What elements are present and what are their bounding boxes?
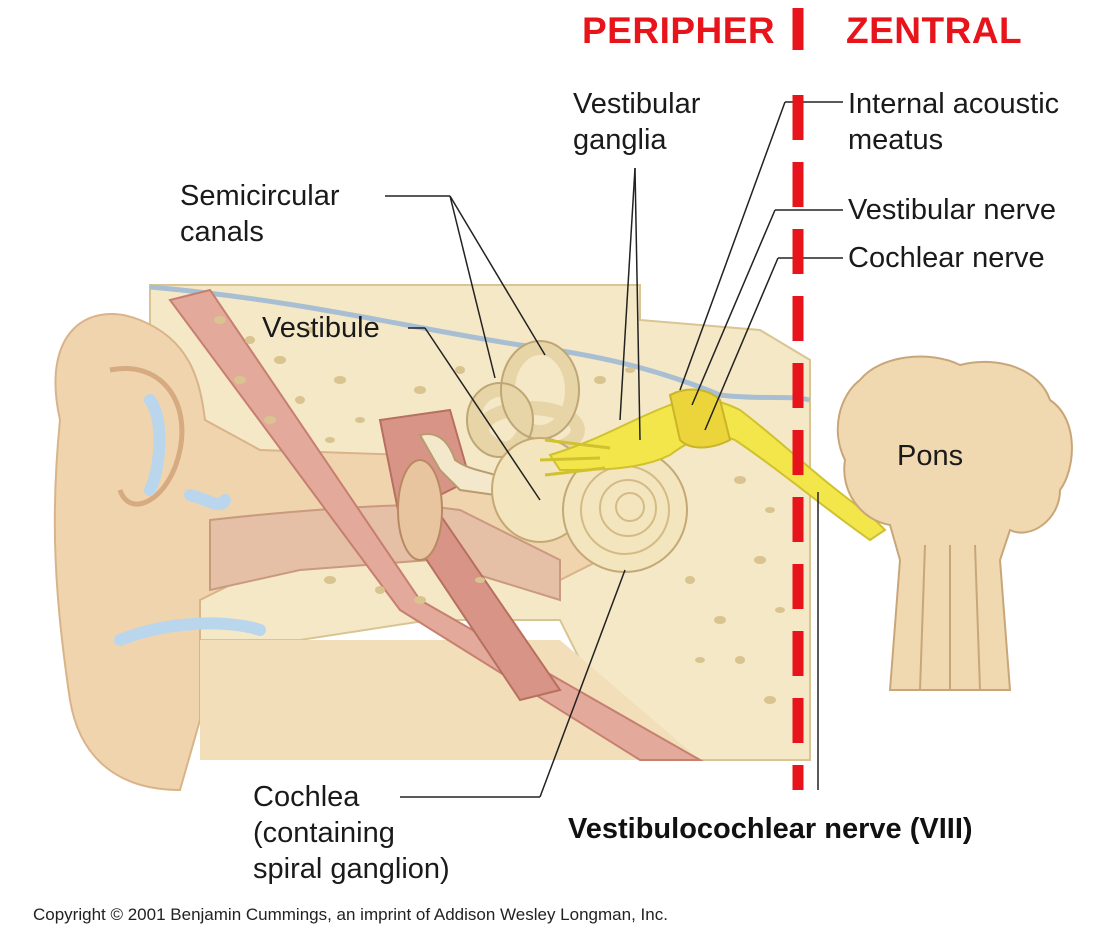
label-internal-acoustic-meatus-line-1: Internal acoustic — [848, 86, 1059, 122]
label-vestibular-ganglia-line-1: Vestibular — [573, 86, 700, 122]
label-semicircular-canals-line-2: canals — [180, 214, 340, 250]
label-cochlear-nerve: Cochlear nerve — [848, 240, 1045, 276]
label-vestibulocochlear-nerve: Vestibulocochlear nerve (VIII) — [568, 813, 973, 846]
label-vestibular-ganglia: Vestibular ganglia — [573, 86, 700, 158]
label-semicircular-canals: Semicircular canals — [180, 178, 340, 250]
label-cochlea-line-3: spiral ganglion) — [253, 851, 450, 887]
label-internal-acoustic-meatus: Internal acoustic meatus — [848, 86, 1059, 158]
label-vestibular-ganglia-line-2: ganglia — [573, 122, 700, 158]
label-semicircular-canals-line-1: Semicircular — [180, 178, 340, 214]
label-vestibular-nerve: Vestibular nerve — [848, 192, 1056, 228]
label-internal-acoustic-meatus-line-2: meatus — [848, 122, 1059, 158]
region-label-peripheral: PERIPHER — [582, 10, 775, 52]
label-pons: Pons — [897, 440, 963, 473]
eardrum — [398, 460, 442, 560]
label-cochlea-line-1: Cochlea — [253, 779, 450, 815]
copyright-notice: Copyright © 2001 Benjamin Cummings, an i… — [33, 905, 668, 925]
label-cochlea-line-2: (containing — [253, 815, 450, 851]
label-cochlea: Cochlea (containing spiral ganglion) — [253, 779, 450, 887]
label-vestibule: Vestibule — [262, 310, 380, 346]
region-label-central: ZENTRAL — [846, 10, 1022, 52]
